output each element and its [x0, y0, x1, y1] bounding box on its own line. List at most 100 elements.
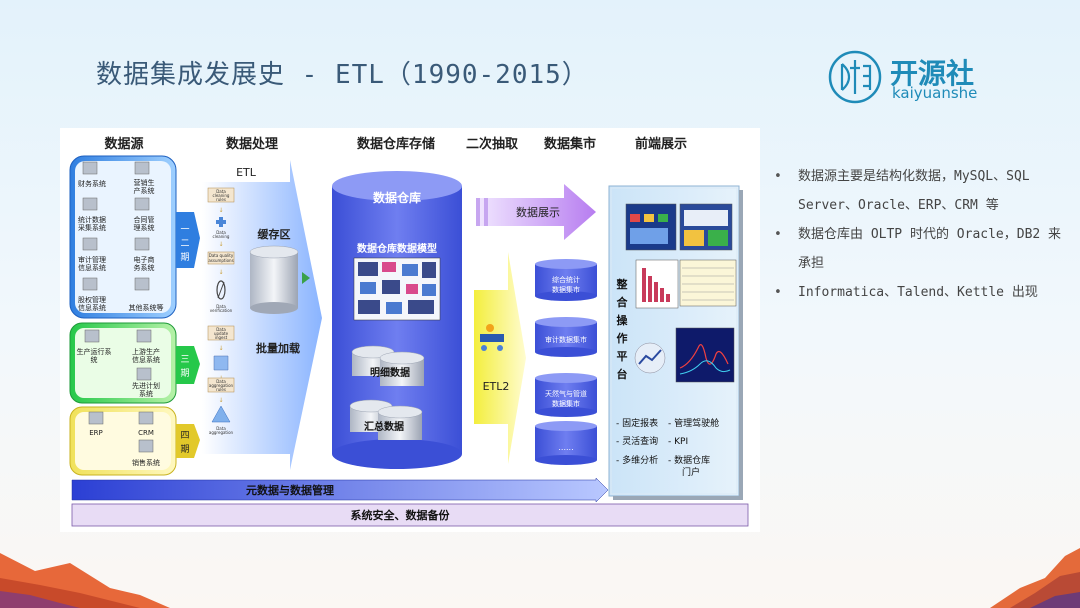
header-data-processing: 数据处理 — [226, 136, 278, 152]
source-label: 其他系统等 — [129, 303, 164, 312]
arrow-down-icon: ↓ — [218, 207, 223, 214]
source-item: 销售系统 — [132, 439, 160, 467]
server-icon — [134, 277, 150, 291]
server-icon — [136, 329, 152, 343]
dashboard-tile — [684, 230, 704, 246]
frontend-panel-border — [610, 187, 738, 495]
etl-step-label: Data quality — [209, 253, 234, 258]
model-block — [358, 300, 380, 314]
arrow-down-icon: ↓ — [218, 241, 223, 248]
source-item: 其他系统等 — [129, 277, 164, 312]
phase4-label-char: 期 — [180, 444, 189, 455]
report-bar — [666, 294, 670, 302]
etl-step-label: Data — [216, 379, 226, 384]
platform-label-char: 合 — [617, 295, 629, 309]
etl-title: ETL — [236, 166, 257, 179]
feature-item: - 数据仓库 — [668, 454, 710, 466]
etl-step-label: update — [214, 331, 229, 336]
etl-step-label: cleaning — [213, 234, 230, 239]
data-mart-top — [535, 421, 597, 431]
phase1-tab — [176, 212, 200, 268]
model-block — [386, 302, 402, 314]
source-label: 统 — [91, 355, 98, 364]
server-icon — [82, 237, 98, 251]
frontend-panel-shadow — [739, 190, 743, 500]
feature-item: 门户 — [682, 466, 700, 478]
cache-label: 缓存区 — [258, 227, 291, 241]
data-mart-top — [535, 259, 597, 269]
etl-step-label: verification — [210, 308, 233, 313]
platform-label-char: 作 — [617, 331, 628, 345]
data-mart-label: 综合统计 — [552, 275, 580, 284]
kaiyuanshe-logo: 开源社 kaiyuanshe — [828, 50, 998, 106]
server-icon — [84, 329, 100, 343]
etl-step-icon — [207, 377, 235, 393]
model-block — [360, 282, 376, 294]
verification-icon-slash — [217, 281, 225, 299]
phase3-label-char: 三 — [180, 355, 189, 365]
frontend-panel-shadow — [613, 496, 743, 500]
source-label: 务系统 — [134, 263, 155, 272]
etl-step-label: Data — [216, 327, 226, 332]
data-mart-cylinder — [535, 426, 597, 460]
dashboard-tile — [644, 214, 654, 222]
summary-data-label: 汇总数据 — [364, 420, 404, 433]
report-bar — [654, 282, 658, 302]
source-label: 先进计划 — [132, 381, 160, 390]
source-item: 生产运行系 统 — [77, 329, 112, 364]
warehouse-title: 数据仓库 — [373, 190, 421, 205]
server-icon — [82, 197, 98, 211]
dashboard-tile — [658, 214, 668, 222]
source-label: 理系统 — [134, 223, 155, 232]
phase1-label-char: 一 — [180, 225, 189, 235]
source-label: 信息系统 — [78, 263, 106, 272]
data-mart-bottom — [535, 407, 597, 417]
feature-item: - 多维分析 — [616, 454, 658, 466]
platform-label-char: 操 — [617, 313, 629, 327]
model-block — [382, 280, 400, 294]
data-display-label: 数据展示 — [516, 205, 560, 219]
dashboard-tile — [630, 214, 640, 222]
source-item: ERP — [88, 411, 104, 437]
metadata-management-arrow — [71, 477, 609, 503]
model-block — [422, 284, 436, 296]
cross-icon — [216, 217, 226, 227]
platform-label-char: 整 — [616, 277, 628, 291]
report-bar — [660, 288, 664, 302]
document-icon — [213, 355, 229, 371]
detail-data-label: 明细数据 — [370, 366, 410, 379]
cache-cylinder-top — [249, 245, 299, 259]
etl-step-icon — [207, 251, 235, 265]
feature-item: - KPI — [668, 437, 688, 447]
etl-step-label: Data — [216, 426, 226, 431]
source-item: CRM — [138, 411, 154, 437]
dashboard-tile — [684, 210, 728, 226]
source-item: 股权管理 信息系统 — [78, 277, 106, 312]
phase1-label-char: 期 — [180, 252, 189, 263]
data-mart-bottom — [535, 347, 597, 357]
data-mart-label: 天然气与管道 — [545, 389, 587, 398]
phase4-tab — [176, 424, 200, 458]
feature-item: - 管理驾驶舱 — [668, 417, 719, 429]
server-icon — [136, 367, 152, 381]
source-label: 信息系统 — [132, 355, 160, 364]
source-label: 合同管 — [134, 215, 155, 224]
etl-step-label: assumptions — [208, 258, 233, 263]
server-icon — [134, 197, 150, 211]
source-label: 统计数据 — [78, 215, 106, 224]
etl-step-icon — [207, 325, 235, 341]
source-item: 合同管 理系统 — [134, 197, 155, 232]
source-label: 销售系统 — [132, 458, 160, 467]
etl-step-label: aggregation — [209, 383, 234, 388]
server-icon — [88, 411, 104, 425]
source-label: 系统 — [139, 389, 153, 398]
header-frontend: 前端展示 — [635, 136, 687, 152]
warehouse-cylinder-top — [332, 171, 462, 201]
phase3-tab — [176, 346, 200, 384]
etl-architecture-diagram: 数据源 数据处理 数据仓库存储 二次抽取 数据集市 前端展示 财务系统 营销生 … — [60, 128, 760, 532]
etl-step-label: Data — [216, 230, 226, 235]
bullet-item: 数据源主要是结构化数据，MySQL、SQL Server、Oracle、ERP、… — [772, 162, 1062, 220]
header-data-mart: 数据集市 — [544, 136, 596, 152]
etl2-pipe-icon-base — [480, 334, 504, 342]
model-block — [402, 264, 418, 276]
